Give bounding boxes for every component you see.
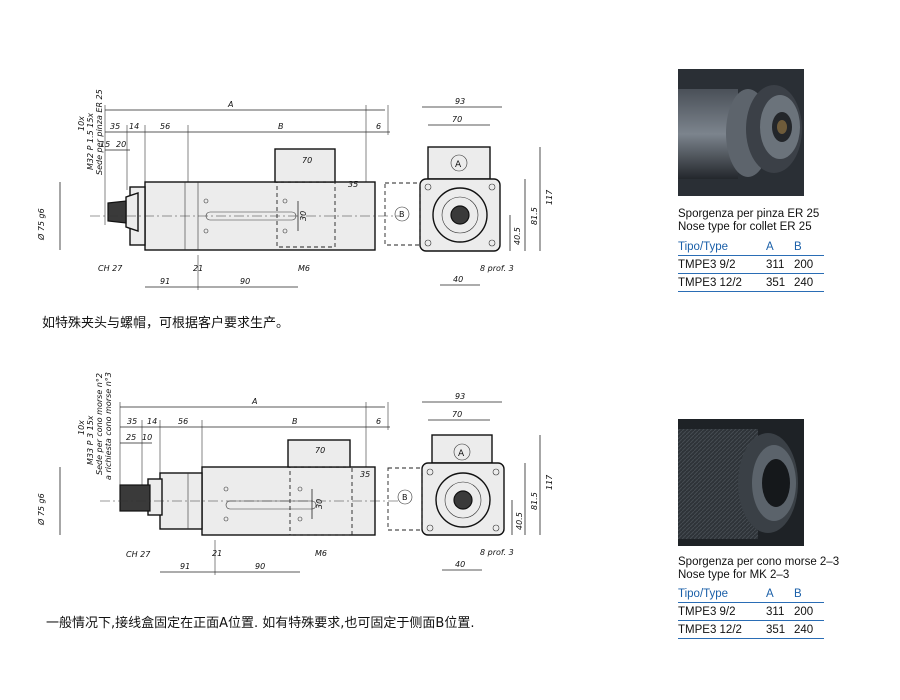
top-dim-30: 30 bbox=[299, 211, 308, 221]
top-vert-label-3: Sede per pinza ER 25 bbox=[95, 89, 104, 175]
bottom-dim-35: 35 bbox=[127, 417, 137, 426]
panel1-table-header: Tipo/Type A B bbox=[678, 240, 824, 256]
top-front-dim-405: 40.5 bbox=[513, 227, 522, 245]
top-front-position-a: A bbox=[455, 160, 462, 170]
panel2-row1-b: 200 bbox=[794, 602, 824, 621]
bottom-dim-70: 70 bbox=[315, 446, 325, 455]
panel1-row1-a: 311 bbox=[766, 255, 794, 274]
panel2-row2-b: 240 bbox=[794, 620, 824, 639]
top-dim-91: 91 bbox=[160, 277, 170, 286]
bottom-side-view-drawing: 10x M33 P 3 15x Sede per cono morse n°2 … bbox=[36, 372, 400, 575]
top-front-dim-117: 117 bbox=[545, 189, 554, 205]
bottom-dim-dia75: Ø 75 g6 bbox=[36, 493, 46, 526]
top-vert-label-1: 10x bbox=[77, 116, 86, 131]
panel1-row1-type: TMPE3 9/2 bbox=[678, 255, 766, 274]
top-dim-35: 35 bbox=[110, 122, 120, 131]
bottom-dim-25: 25 bbox=[126, 433, 136, 442]
bottom-front-dim-405: 40.5 bbox=[515, 512, 524, 530]
bottom-front-dim-8prof3: 8 prof. 3 bbox=[480, 548, 514, 557]
panel2-header-type: Tipo/Type bbox=[678, 587, 766, 603]
bottom-front-dim-815: 81.5 bbox=[530, 492, 539, 510]
bottom-note: 一般情况下,接线盒固定在正面A位置. 如有特殊要求,也可固定于侧面B位置. bbox=[46, 616, 475, 631]
table-row: TMPE3 9/2 311 200 bbox=[678, 255, 824, 274]
panel1-row2-type: TMPE3 12/2 bbox=[678, 273, 766, 292]
panel1-caption-it: Sporgenza per pinza ER 25 bbox=[678, 208, 820, 220]
top-dim-21: 21 bbox=[193, 264, 203, 273]
bottom-dim-14: 14 bbox=[147, 417, 157, 426]
panel2-header-b: B bbox=[794, 587, 824, 603]
bottom-front-position-a: A bbox=[458, 449, 465, 459]
bottom-vert-label-1: 10x bbox=[77, 420, 86, 435]
panel2-spec-table: Tipo/Type A B TMPE3 9/2 311 200 TMPE3 12… bbox=[678, 587, 824, 639]
bottom-dim-ch27: CH 27 bbox=[126, 550, 151, 559]
top-dim-b: B bbox=[278, 122, 284, 131]
bottom-dim-10: 10 bbox=[142, 433, 152, 442]
table-row: TMPE3 9/2 311 200 bbox=[678, 602, 824, 621]
bottom-front-view-drawing: 93 70 A B 117 81.5 40.5 8 prof. 3 40 bbox=[387, 392, 554, 571]
panel2-caption-en: Nose type for MK 2–3 bbox=[678, 569, 790, 581]
bottom-dim-6: 6 bbox=[376, 417, 381, 426]
panel1-row2-b: 240 bbox=[794, 273, 824, 292]
panel2-caption: Sporgenza per cono morse 2–3 Nose type f… bbox=[678, 556, 839, 582]
top-dim-dia75: Ø 75 g6 bbox=[36, 208, 46, 241]
top-dim-6: 6 bbox=[376, 122, 381, 131]
table-row: TMPE3 12/2 351 240 bbox=[678, 273, 824, 292]
panel2-caption-it: Sporgenza per cono morse 2–3 bbox=[678, 556, 840, 568]
panel1-row2-a: 351 bbox=[766, 273, 794, 292]
bottom-dim-91: 91 bbox=[180, 562, 190, 571]
bottom-vert-label-4: a richiesta cono morse n°3 bbox=[104, 372, 113, 480]
morse-cone-nose-photo bbox=[678, 419, 804, 546]
panel1-row1-b: 200 bbox=[794, 255, 824, 274]
collet-nose-photo bbox=[678, 69, 804, 196]
panel1-header-a: A bbox=[766, 240, 794, 256]
table-row: TMPE3 12/2 351 240 bbox=[678, 620, 824, 639]
panel2-row1-type: TMPE3 9/2 bbox=[678, 602, 766, 621]
top-note: 如特殊夹头与螺帽，可根据客户要求生产。 bbox=[42, 316, 290, 331]
panel1-caption: Sporgenza per pinza ER 25 Nose type for … bbox=[678, 208, 819, 234]
panel2-row2-type: TMPE3 12/2 bbox=[678, 620, 766, 639]
bottom-front-dim-70: 70 bbox=[452, 410, 462, 419]
panel1-header-b: B bbox=[794, 240, 824, 256]
bottom-front-dim-40: 40 bbox=[455, 560, 465, 569]
top-dim-15: 15 bbox=[100, 140, 110, 149]
bottom-front-dim-117: 117 bbox=[545, 474, 554, 490]
top-dim-56: 56 bbox=[160, 122, 170, 131]
bottom-vert-label-3: Sede per cono morse n°2 bbox=[95, 373, 104, 475]
panel1-spec-table: Tipo/Type A B TMPE3 9/2 311 200 TMPE3 12… bbox=[678, 240, 824, 292]
bottom-front-position-b: B bbox=[402, 493, 408, 502]
top-dim-90: 90 bbox=[240, 277, 250, 286]
top-front-dim-40: 40 bbox=[453, 275, 463, 284]
top-front-position-b: B bbox=[399, 210, 405, 219]
panel1-caption-en: Nose type for collet ER 25 bbox=[678, 221, 812, 233]
top-dim-14: 14 bbox=[129, 122, 139, 131]
panel2-table-header: Tipo/Type A B bbox=[678, 587, 824, 603]
top-dim-a: A bbox=[227, 100, 233, 109]
bottom-dim-30: 30 bbox=[315, 499, 324, 509]
panel2-row1-a: 311 bbox=[766, 602, 794, 621]
panel1-header-type: Tipo/Type bbox=[678, 240, 766, 256]
top-dim-m6: M6 bbox=[298, 264, 310, 273]
top-dim-35b: 35 bbox=[348, 180, 358, 189]
bottom-dim-b: B bbox=[292, 417, 298, 426]
top-dim-20: 20 bbox=[116, 140, 126, 149]
panel2-header-a: A bbox=[766, 587, 794, 603]
top-front-dim-815: 81.5 bbox=[530, 207, 539, 225]
bottom-front-dim-93: 93 bbox=[455, 392, 465, 401]
top-front-dim-93: 93 bbox=[455, 97, 465, 106]
bottom-dim-a: A bbox=[251, 397, 257, 406]
top-dim-70: 70 bbox=[302, 156, 312, 165]
top-dim-ch27: CH 27 bbox=[98, 264, 123, 273]
top-front-dim-70: 70 bbox=[452, 115, 462, 124]
top-side-view-drawing: 10x M32 P 1.5 15x Sede per pinza ER 25 A… bbox=[36, 89, 400, 290]
bottom-dim-56: 56 bbox=[178, 417, 188, 426]
bottom-dim-m6: M6 bbox=[315, 549, 327, 558]
bottom-dim-21: 21 bbox=[212, 549, 222, 558]
bottom-dim-90: 90 bbox=[255, 562, 265, 571]
bottom-dim-35b: 35 bbox=[360, 470, 370, 479]
top-vert-label-2: M32 P 1.5 15x bbox=[86, 113, 95, 170]
bottom-vert-label-2: M33 P 3 15x bbox=[86, 415, 95, 465]
panel2-row2-a: 351 bbox=[766, 620, 794, 639]
top-front-view-drawing: 93 70 A B 117 81.5 40.5 8 prof. 3 40 bbox=[384, 97, 554, 286]
top-front-dim-8prof3: 8 prof. 3 bbox=[480, 264, 514, 273]
